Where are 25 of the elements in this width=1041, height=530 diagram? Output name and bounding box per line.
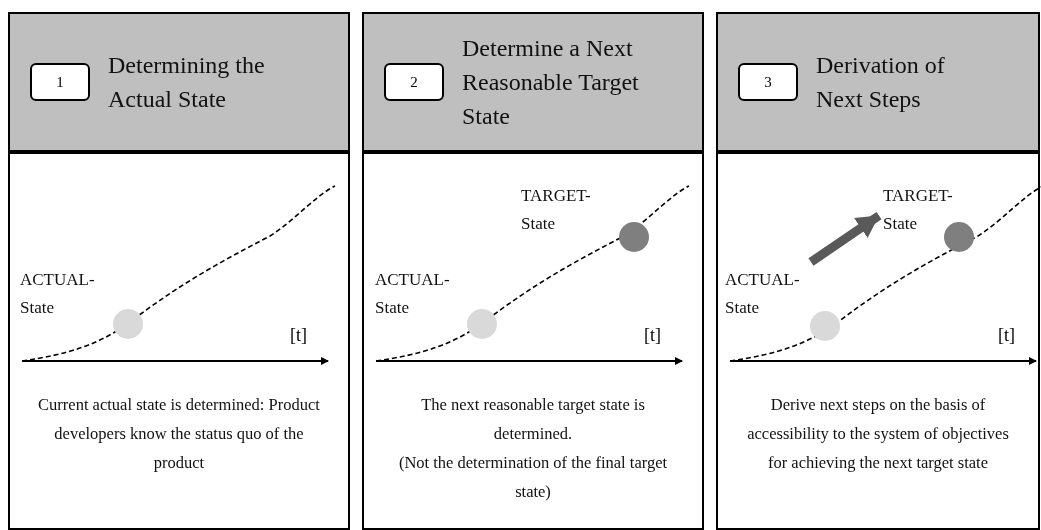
step-title: Determine a Next Reasonable Target State [462,34,640,131]
state-label: TARGET- State [521,182,601,238]
arrow [808,211,882,266]
step-title: Determining the Actual State [108,51,266,114]
state-label: ACTUAL- State [375,266,455,328]
step-number: 3 [738,63,798,101]
header-band [8,12,350,152]
description-text: The next reasonable target state is determined. [420,394,646,445]
panel-body [362,152,704,530]
description-text: Current actual state is determined: Product developers know the status quo of the product [37,394,321,474]
description-text: Derive next steps on the basis of accessibility to the system of objectives for achieving the next target state [746,394,1010,474]
axis-label: [t] [644,324,661,346]
step-title: Derivation of Next Steps [816,51,946,114]
step-number: 1 [30,63,90,101]
header-band [362,12,704,152]
header-band [716,12,1040,152]
panel-body [716,152,1040,530]
state-label: ACTUAL- State [20,266,100,328]
axis-label: [t] [998,324,1015,346]
axis-label: [t] [290,324,307,346]
description-text: (Not the determination of the final target state) [397,452,669,503]
state-label: ACTUAL- State [725,266,805,328]
state-label: TARGET- State [883,182,963,238]
panel-body [8,152,350,530]
step-number: 2 [384,63,444,101]
